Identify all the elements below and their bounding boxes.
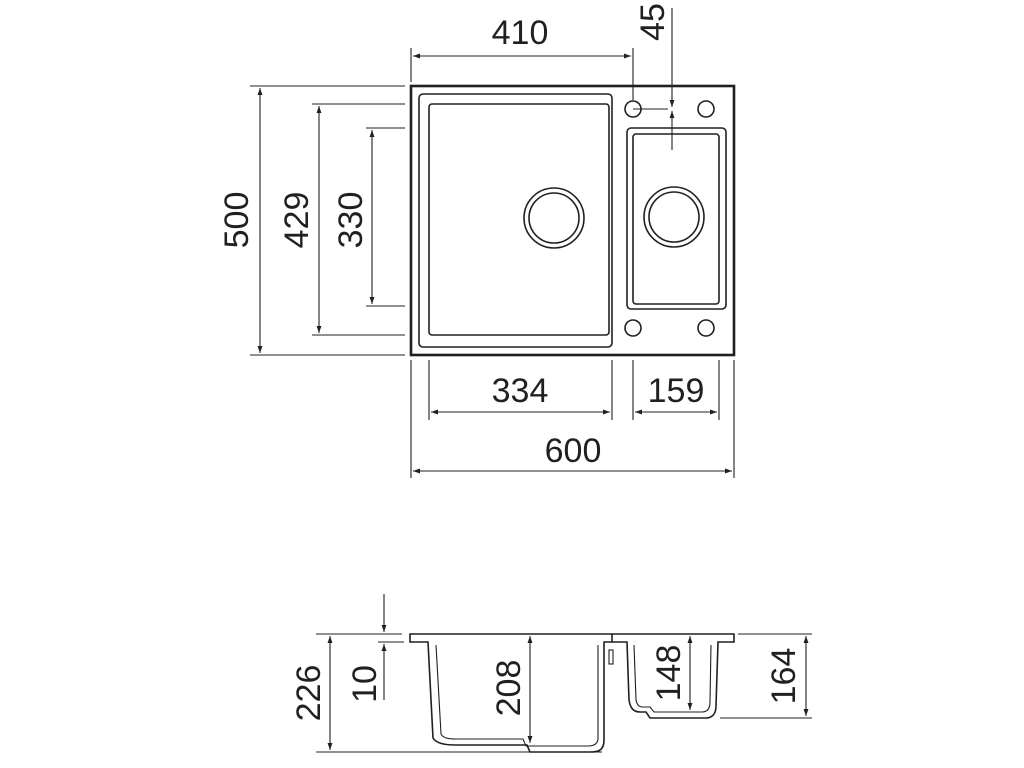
small-drain-inner (648, 191, 700, 243)
dim-label-148: 148 (650, 645, 688, 702)
dim-410: 410 (410, 14, 634, 100)
dim-600: 600 (410, 360, 735, 478)
dim-label-45: 45 (634, 3, 672, 41)
dim-label-226: 226 (290, 665, 328, 722)
dim-label-164: 164 (765, 648, 803, 705)
large-drain-inner (528, 192, 580, 244)
dim-148: 148 (650, 636, 693, 710)
dim-500: 500 (218, 85, 405, 356)
dim-226: 226 (290, 633, 602, 753)
small-drain-outer (643, 186, 705, 248)
tap-holes (624, 100, 715, 337)
dim-label-410: 410 (492, 14, 549, 52)
dim-429: 429 (278, 103, 405, 336)
side-view: 226 10 208 148 164 (290, 594, 812, 753)
sink-outline (409, 84, 736, 357)
dim-208: 208 (490, 636, 533, 743)
dim-330: 330 (332, 127, 405, 307)
tap-hole-bottom-right (697, 319, 715, 337)
small-bowl-profile (612, 633, 735, 719)
dim-334: 334 (428, 360, 613, 420)
dim-label-500: 500 (218, 192, 256, 249)
dim-10: 10 (346, 594, 404, 703)
top-view: 410 45 500 429 330 (218, 3, 736, 478)
dim-label-10: 10 (346, 665, 384, 703)
large-bowl (418, 93, 613, 348)
dim-label-159: 159 (648, 372, 705, 410)
dim-164: 164 (720, 633, 812, 719)
dim-label-330: 330 (332, 192, 370, 249)
dim-45: 45 (634, 3, 675, 150)
tap-hole-bottom-left (624, 319, 642, 337)
dim-159: 159 (632, 360, 720, 420)
tap-hole-top-right (697, 100, 715, 118)
dim-label-429: 429 (278, 192, 316, 249)
dim-label-334: 334 (492, 372, 549, 410)
dim-label-600: 600 (545, 432, 602, 470)
small-bowl (626, 127, 727, 310)
large-drain-outer (523, 187, 585, 249)
dim-label-208: 208 (490, 660, 528, 717)
